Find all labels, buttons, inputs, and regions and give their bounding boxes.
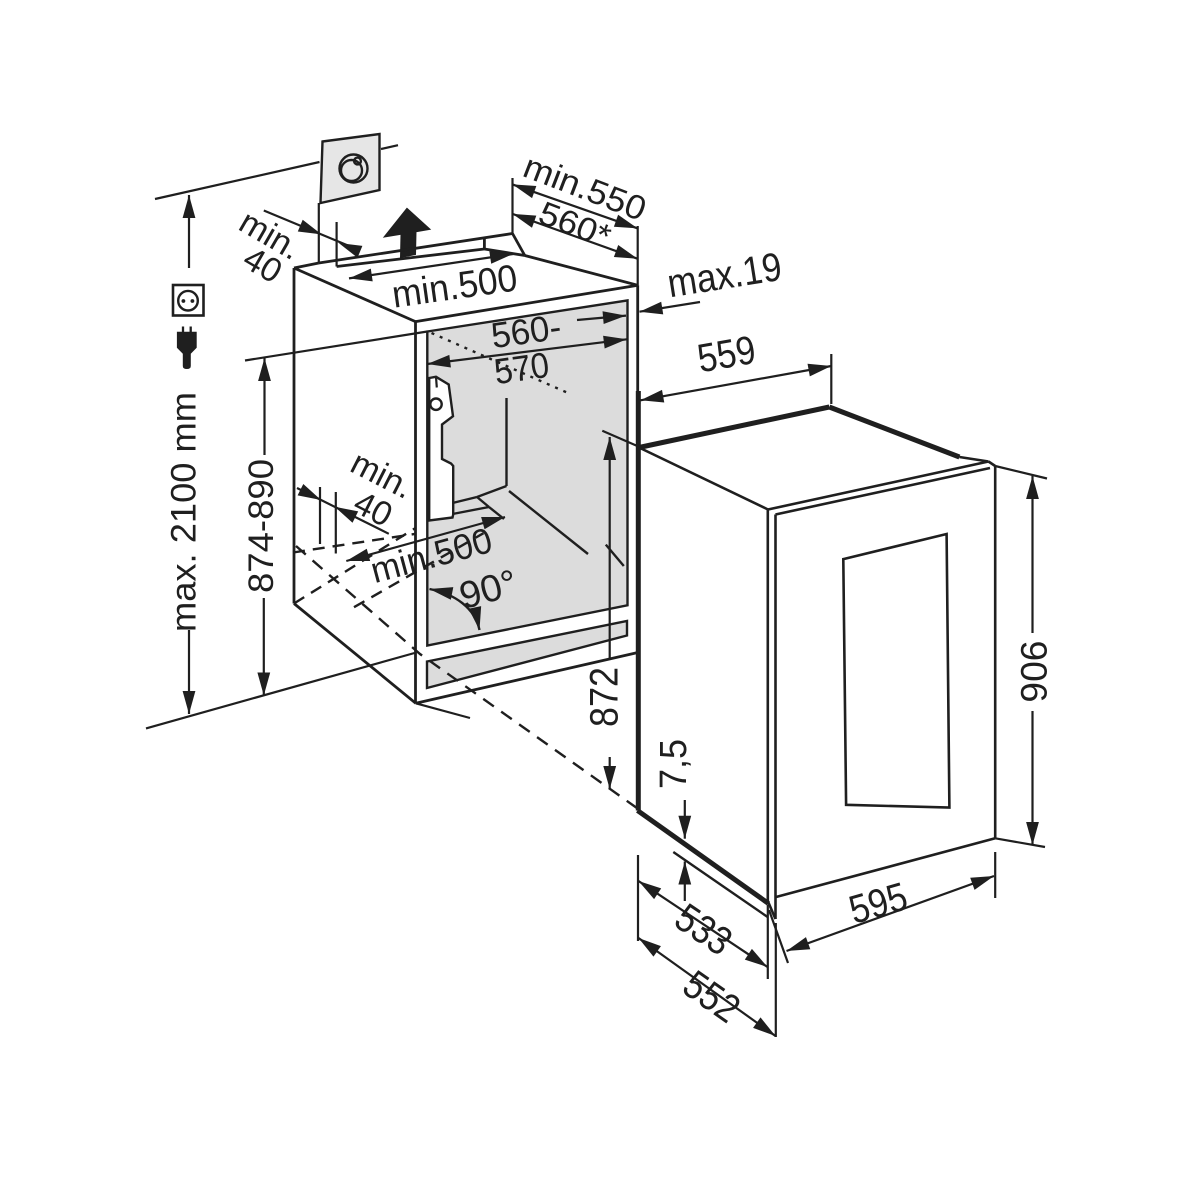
svg-text:872: 872 [583,667,627,727]
svg-text:559: 559 [694,328,759,381]
svg-text:max. 2100 mm: max. 2100 mm [164,392,203,632]
svg-text:570: 570 [491,344,551,392]
svg-text:7,5: 7,5 [653,739,695,789]
svg-text:906: 906 [1013,641,1054,703]
svg-text:874-890: 874-890 [242,459,281,593]
svg-text:560-: 560- [489,306,564,356]
